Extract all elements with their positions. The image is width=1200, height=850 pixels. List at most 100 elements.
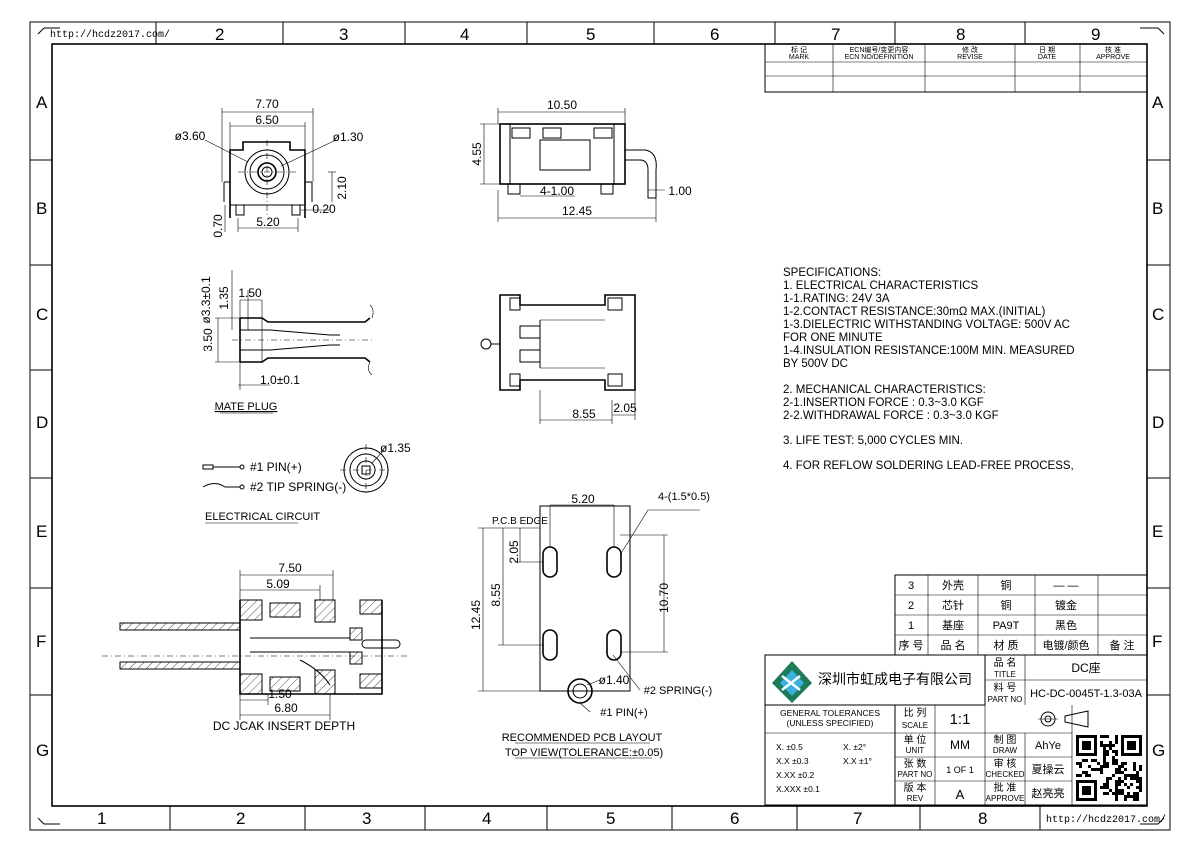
col-label: 8 (956, 25, 965, 44)
bom-cell: 铜 (1001, 578, 1012, 592)
qr-module (1091, 759, 1094, 762)
qr-module (1127, 792, 1130, 795)
company-name: 深圳市虹成电子有限公司 (818, 671, 972, 688)
qr-module (1103, 762, 1106, 765)
qr-module (1130, 777, 1133, 780)
spec-line: FOR ONE MINUTE (783, 332, 883, 344)
rev-label-en: REV (907, 794, 924, 803)
qr-module (1136, 780, 1139, 783)
qr-module (1109, 747, 1112, 750)
dim-label: 1.35 (217, 286, 231, 310)
col-label: 6 (710, 25, 719, 44)
qr-module (1115, 798, 1118, 801)
dim-label: 12.45 (469, 600, 483, 630)
dim-label: 0.70 (211, 214, 225, 238)
dim-label: 6.80 (274, 701, 298, 715)
qr-module (1100, 735, 1103, 738)
spec-line: 2-2.WITHDRAWAL FORCE : 0.3~3.0 KGF (783, 410, 999, 422)
front-view: 7.70 6.50 ø3.60 ø1.30 5.20 0.20 2.10 0.7… (175, 97, 364, 238)
qr-module (1076, 774, 1079, 777)
qr-module (1115, 735, 1118, 738)
qr-module (1115, 759, 1118, 762)
bom-header: 品 名 (940, 638, 965, 652)
bom-cell: 1 (908, 620, 914, 632)
dim-label: ø1.40 (599, 673, 630, 687)
drawing-border (29, 21, 1171, 831)
rev-header-cn: 核 准 (1105, 45, 1121, 54)
qr-module (1079, 762, 1082, 765)
qr-module (1121, 765, 1124, 768)
qr-module (1124, 777, 1127, 780)
qr-module (1133, 795, 1136, 798)
bom-cell: 镀金 (1055, 598, 1077, 612)
dim-label: 1.50 (238, 286, 262, 300)
qr-module (1082, 771, 1085, 774)
spec-line: BY 500V DC (783, 358, 848, 370)
circuit-pin2: #2 TIP SPRING(-) (250, 480, 346, 494)
pcb-layout-view: 5.20 4-(1.5*0.5) P.C.B EDGE 2.05 8.55 12… (469, 491, 712, 759)
part-number: HC-DC-0045T-1.3-03A (1030, 688, 1143, 700)
col-label: 7 (853, 809, 862, 828)
dim-label: 4-1.00 (540, 184, 574, 198)
dim-label: 1.50 (268, 687, 292, 701)
dim-label: 4.55 (470, 142, 484, 166)
projection-symbol-icon (1038, 710, 1089, 728)
col-label: 9 (1091, 25, 1100, 44)
view-caption: TOP VIEW(TOLERANCE:±0.05) (505, 747, 663, 759)
rev-header-en: MARK (789, 54, 810, 61)
qr-module (1130, 795, 1133, 798)
row-label: E (1152, 522, 1163, 541)
title-label-en: TITLE (994, 670, 1016, 679)
qr-module (1106, 744, 1109, 747)
part-label-cn: 料 号 (994, 681, 1017, 694)
sheet-label-cn: 张 数 (904, 757, 927, 770)
qr-module (1136, 795, 1139, 798)
qr-module (1139, 777, 1142, 780)
qr-module (1100, 744, 1103, 747)
qr-module (1118, 783, 1121, 786)
qr-module (1121, 792, 1124, 795)
check-label-en: CHECKED (985, 770, 1024, 779)
qr-module (1100, 786, 1103, 789)
url-bottom[interactable]: http://hcdz2017.com/ (1046, 814, 1166, 826)
qr-module (1109, 744, 1112, 747)
approve-value: 赵亮亮 (1032, 786, 1065, 800)
mate-plug-view: 1.50 1.0±0.1 ø3.3±0.1 1.35 3.50 MATE PLU… (199, 270, 374, 414)
dim-label: 1.00 (668, 184, 692, 198)
dim-label: 1.0±0.1 (260, 373, 300, 387)
qr-finder (1082, 741, 1091, 750)
qr-module (1124, 795, 1127, 798)
qr-module (1106, 777, 1109, 780)
rev-label-cn: 版 本 (904, 781, 927, 794)
qr-module (1115, 795, 1118, 798)
qr-module (1109, 741, 1112, 744)
bom-header: 电镀/颜色 (1042, 638, 1089, 652)
qr-module (1103, 759, 1106, 762)
tolerance-item: X.XX ±0.2 (776, 770, 814, 780)
dim-label: 12.45 (562, 204, 592, 218)
tolerance-item: X.XXX ±0.1 (776, 784, 820, 794)
pin-label: #1 PIN(+) (600, 707, 647, 719)
qr-module (1112, 774, 1115, 777)
view-caption: RECOMMENDED PCB LAYOUT (502, 732, 663, 744)
qr-module (1103, 747, 1106, 750)
rev-header-cn: 标 记 (791, 45, 807, 54)
qr-module (1130, 774, 1133, 777)
spec-line: 1-4.INSULATION RESISTANCE:100M MIN. MEAS… (783, 345, 1075, 357)
row-label: C (1152, 305, 1164, 324)
tolerance-title: GENERAL TOLERANCES (780, 708, 880, 718)
border-labels: http://hcdz2017.com/ 2 3 4 5 6 7 8 9 1 2… (36, 25, 1166, 828)
title-label-cn: 品 名 (994, 656, 1017, 669)
qr-module (1136, 777, 1139, 780)
qr-module (1118, 768, 1121, 771)
dim-label: ø3.60 (175, 129, 206, 143)
pcb-edge-label: P.C.B EDGE (492, 516, 548, 527)
view-caption: MATE PLUG (215, 401, 278, 413)
qr-code-icon[interactable] (1076, 735, 1142, 801)
url-top[interactable]: http://hcdz2017.com/ (50, 29, 170, 41)
qr-module (1106, 765, 1109, 768)
qr-module (1103, 750, 1106, 753)
bom-cell: 基座 (942, 618, 964, 632)
scale-label-en: SCALE (902, 721, 928, 730)
qr-module (1121, 771, 1124, 774)
